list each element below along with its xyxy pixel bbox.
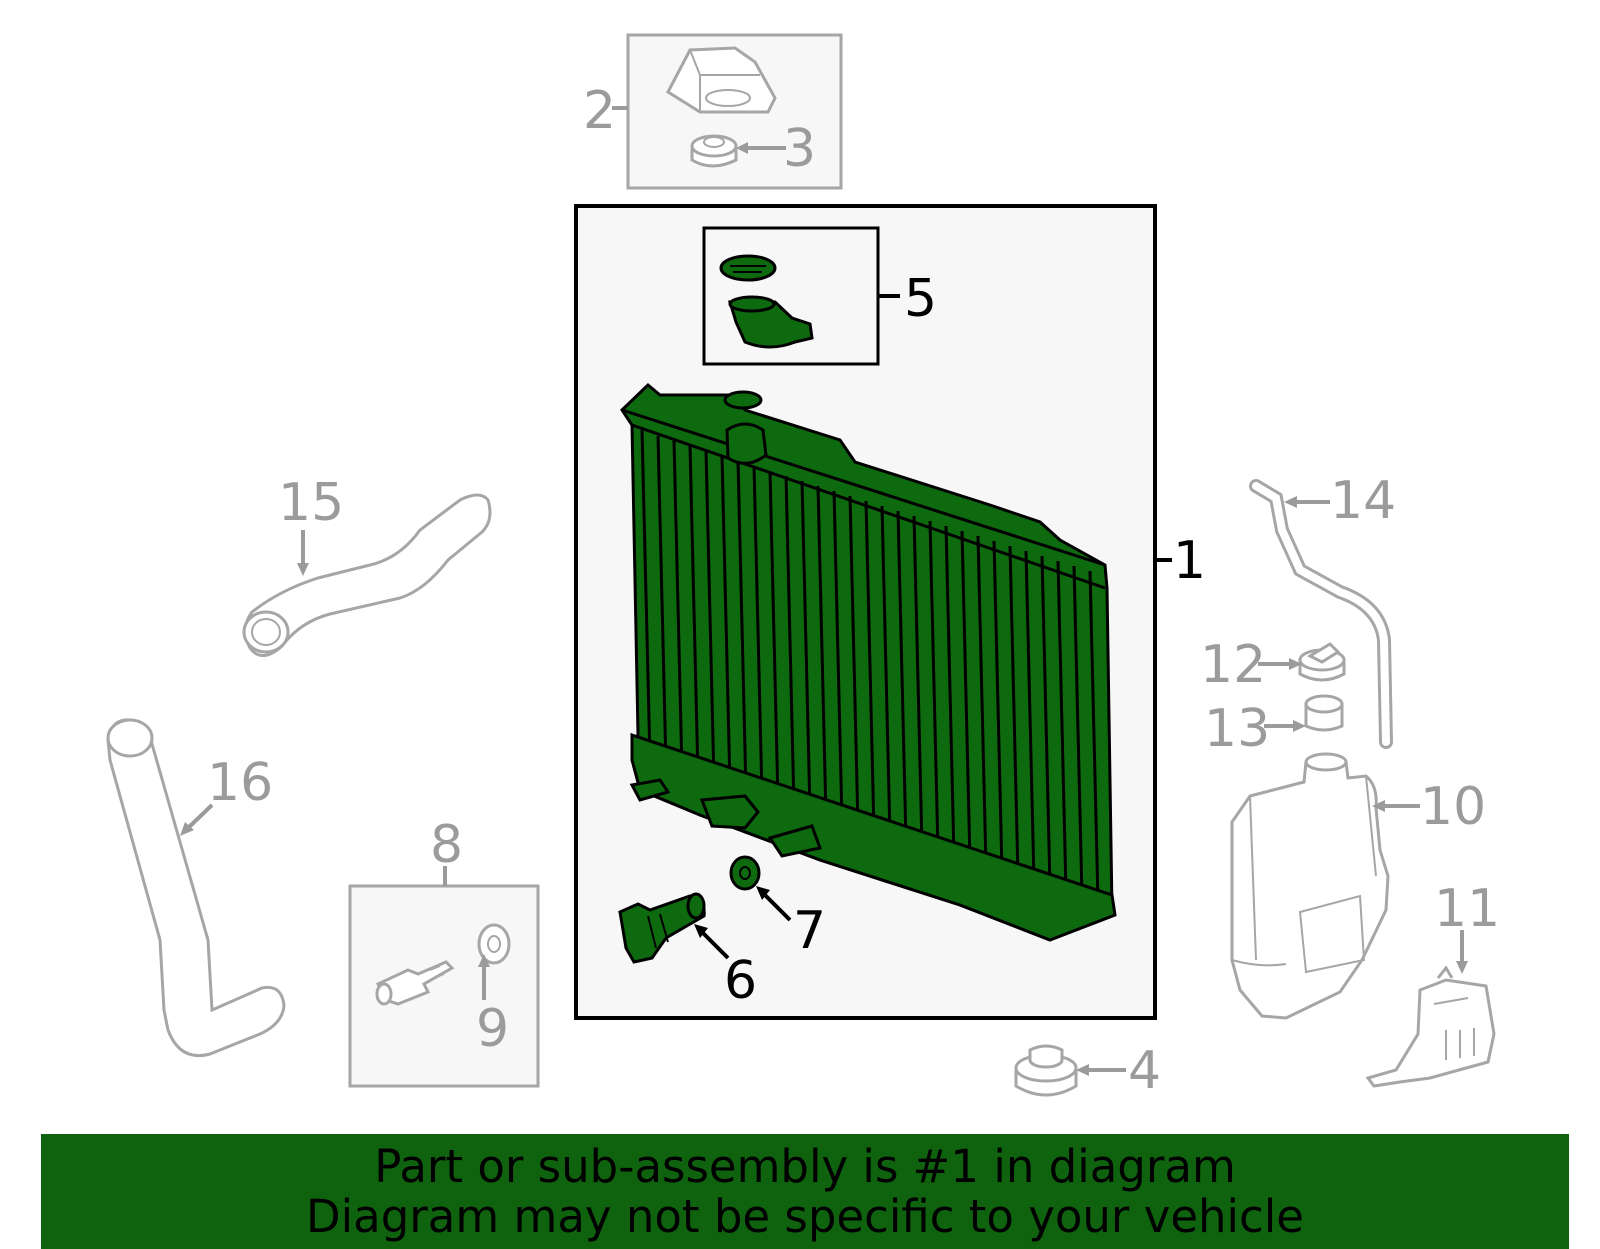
- arrow-4: [1076, 1064, 1089, 1076]
- callout-13: 13: [1204, 699, 1270, 759]
- sensor-washer-part[interactable]: [477, 923, 511, 965]
- callout-7: 7: [793, 901, 826, 961]
- arrow-7: [756, 886, 770, 900]
- callout-2: 2: [583, 81, 616, 141]
- arrow-13: [1293, 720, 1306, 732]
- callout-4: 4: [1128, 1041, 1161, 1101]
- leader-6: [698, 928, 730, 960]
- reservoir-cap-part[interactable]: [1298, 642, 1346, 682]
- arrow-16: [180, 822, 194, 836]
- arrow-6: [694, 924, 708, 938]
- cap-gasket-part[interactable]: [719, 254, 777, 282]
- cushion-part[interactable]: [690, 134, 738, 168]
- callout-8: 8: [430, 815, 463, 875]
- banner-line-2: Diagram may not be specific to your vehi…: [306, 1189, 1304, 1243]
- arrow-3: [736, 142, 748, 154]
- callout-14: 14: [1330, 471, 1396, 531]
- callout-11: 11: [1434, 879, 1500, 939]
- leader-16: [184, 803, 214, 832]
- callout-6: 6: [724, 951, 757, 1011]
- arrow-9: [478, 954, 490, 967]
- bracket-part[interactable]: [666, 46, 777, 114]
- overflow-tube-part[interactable]: [1249, 479, 1393, 749]
- o-ring-part[interactable]: [729, 855, 761, 891]
- callout-1: 1: [1173, 531, 1206, 591]
- upper-hose-part[interactable]: [242, 493, 492, 657]
- temp-sensor-part[interactable]: [375, 960, 455, 1006]
- radiator-cap-part[interactable]: [727, 295, 814, 349]
- callout-10: 10: [1420, 777, 1486, 837]
- callout-5: 5: [904, 269, 937, 329]
- arrow-11: [1456, 961, 1468, 974]
- arrow-14: [1284, 496, 1297, 508]
- reservoir-bracket-part[interactable]: [1365, 965, 1496, 1088]
- callout-9: 9: [476, 999, 509, 1059]
- callout-12: 12: [1200, 635, 1266, 695]
- arrow-10: [1372, 800, 1385, 812]
- arrow-15: [297, 563, 309, 576]
- drain-fitting-part[interactable]: [618, 892, 706, 964]
- radiator-part[interactable]: [620, 382, 1117, 942]
- lower-cushion-part[interactable]: [1014, 1044, 1078, 1097]
- reservoir-tank-part[interactable]: [1230, 752, 1390, 1020]
- callout-16: 16: [207, 753, 273, 813]
- callout-3: 3: [783, 119, 816, 179]
- arrow-12: [1289, 658, 1302, 670]
- info-banner: Part or sub-assembly is #1 in diagram Di…: [41, 1134, 1569, 1249]
- lower-hose-part[interactable]: [106, 718, 286, 1057]
- leader-7: [760, 890, 792, 922]
- callout-15: 15: [278, 473, 344, 533]
- reservoir-seal-part[interactable]: [1304, 694, 1344, 732]
- banner-line-1: Part or sub-assembly is #1 in diagram: [374, 1139, 1236, 1193]
